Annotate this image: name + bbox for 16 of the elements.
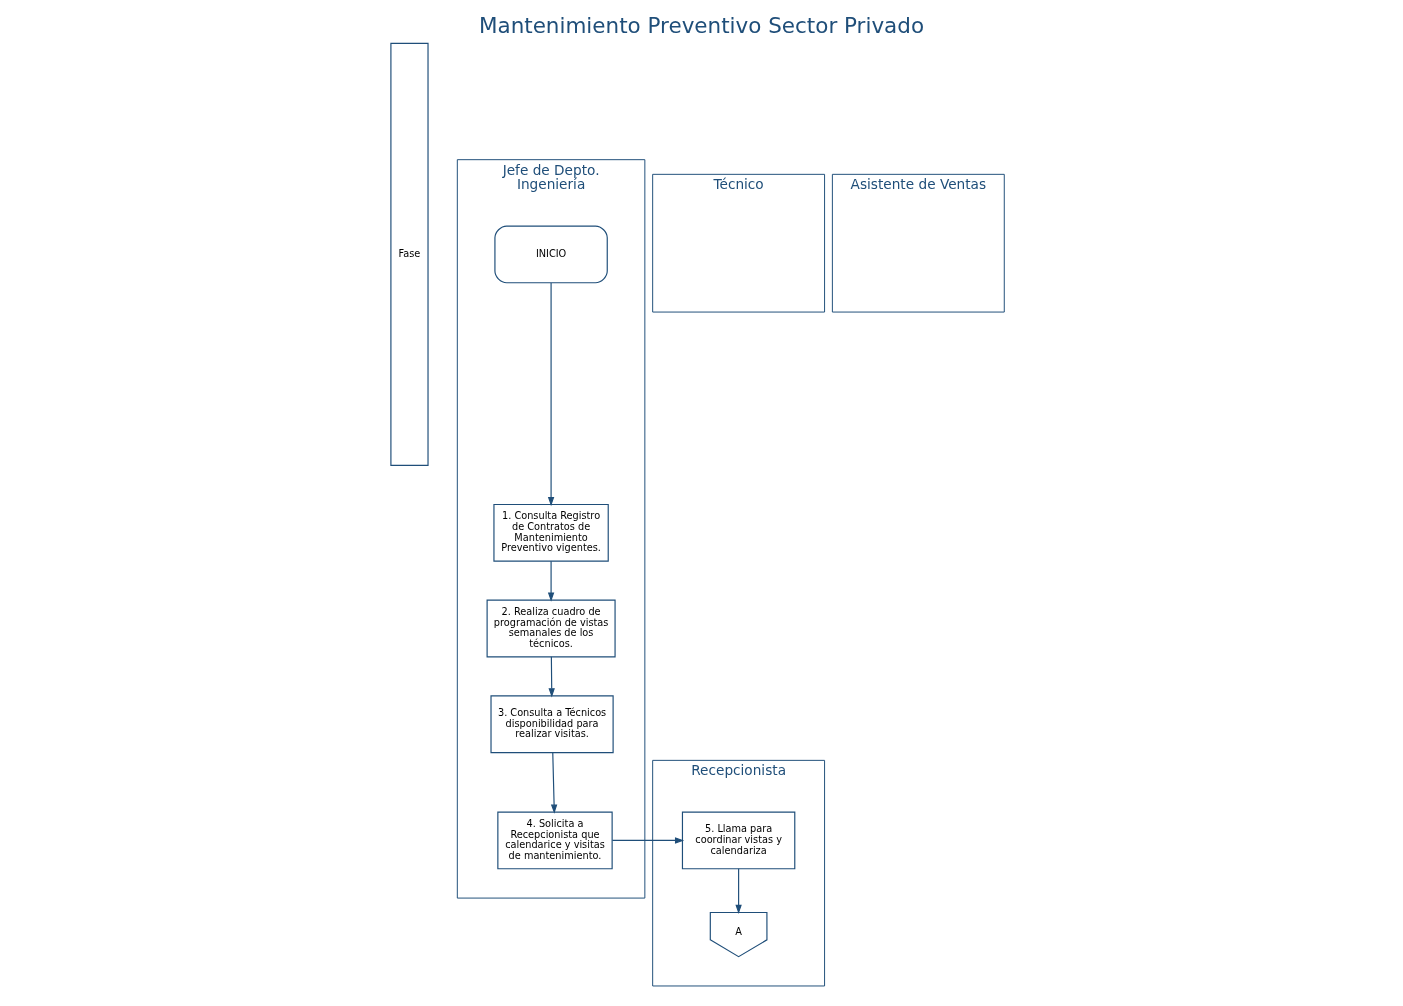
- arrow: [547, 282, 555, 507]
- node-box: 2. Realiza cuadro de programación de vistas semanales de los técnicos.: [486, 599, 616, 658]
- node-box: 4. Solicita a Recepcionista que calendarice y visitas de mantenimiento.: [497, 811, 613, 870]
- arrow: [550, 752, 558, 814]
- arrow: [735, 868, 742, 915]
- node-box: 3. Consulta a Técnicos disponibilidad para realizar visitas.: [490, 695, 614, 754]
- node-box: 1. Consulta Registro de Contratos de Mantenimiento Preventivo vigentes.: [493, 503, 609, 562]
- node-box: Técnico: [652, 173, 826, 313]
- node-box: 5. Llama para coordinar vistas y calendariza: [681, 811, 796, 870]
- diagram-title: Mantenimiento Preventivo Sector Privado: [478, 13, 925, 39]
- node-box: Asistente de Ventas: [831, 173, 1005, 313]
- arrow: [611, 837, 685, 844]
- arrow: [548, 656, 555, 698]
- arrow: [547, 560, 555, 602]
- node-box: INICIO: [494, 225, 608, 284]
- node-box: Fase: [390, 42, 429, 466]
